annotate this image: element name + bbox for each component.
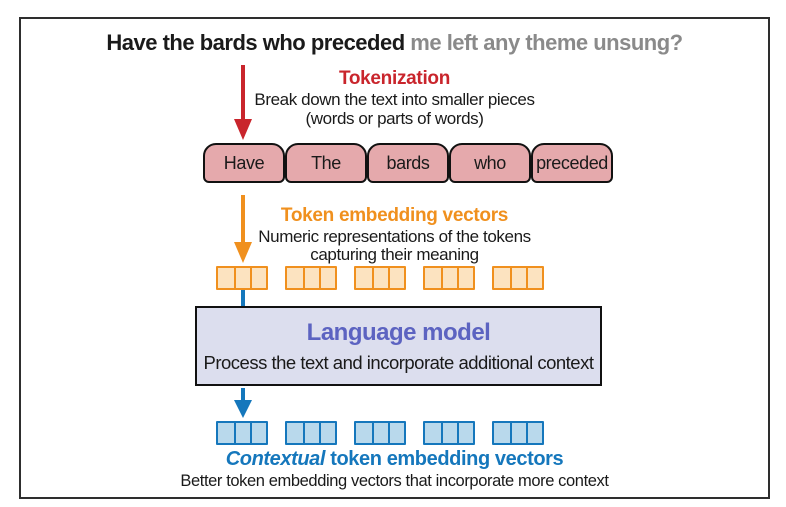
token-box: bards (367, 143, 449, 183)
vector-cell (441, 268, 457, 288)
vector-group (423, 421, 475, 445)
tokenization-description-2: (words or parts of words) (305, 109, 484, 128)
token-embedding-vectors-row (216, 266, 544, 290)
vector-cell (441, 423, 457, 443)
language-model-description: Process the text and incorporate additio… (203, 352, 594, 373)
diagram-frame: Have the bards who preceded me left any … (19, 17, 770, 499)
vector-cell (372, 423, 388, 443)
vector-cell (388, 268, 404, 288)
vector-cell (218, 423, 234, 443)
vector-cell (287, 423, 303, 443)
sentence-muted: me left any theme unsung? (410, 30, 683, 55)
vector-cell (250, 423, 266, 443)
vector-group (354, 421, 406, 445)
sentence-emphasized: Have the bards who preceded (106, 30, 405, 55)
contextual-word: Contextual (225, 448, 326, 470)
vector-cell (287, 268, 303, 288)
vector-cell (356, 423, 372, 443)
model-input-connector (241, 290, 245, 307)
vector-cell (303, 423, 319, 443)
tokenization-label: Tokenization (338, 68, 451, 89)
tokenization-down-arrow-icon (234, 65, 252, 140)
vector-cell (319, 268, 335, 288)
vector-cell (388, 423, 404, 443)
language-model-label: Language model (306, 319, 491, 346)
contextual-embedding-vectors-row (216, 421, 544, 445)
token-box: Have (203, 143, 285, 183)
vector-group (285, 421, 337, 445)
vector-group (216, 266, 268, 290)
vector-cell (526, 268, 542, 288)
language-model-box: Language model Process the text and inco… (195, 306, 602, 386)
vector-group (354, 266, 406, 290)
token-box: The (285, 143, 367, 183)
vector-group (492, 421, 544, 445)
vector-cell (457, 423, 473, 443)
vector-cell (250, 268, 266, 288)
vector-cell (457, 268, 473, 288)
vector-group (423, 266, 475, 290)
vector-cell (494, 268, 510, 288)
vector-cell (372, 268, 388, 288)
token-row: Have The bards who preceded (203, 143, 613, 183)
token-embedding-description-1: Numeric representations of the tokens (258, 227, 531, 246)
vector-cell (425, 423, 441, 443)
token-embedding-label: Token embedding vectors (280, 205, 509, 226)
vector-cell (319, 423, 335, 443)
vector-cell (510, 268, 526, 288)
vector-cell (234, 423, 250, 443)
vector-cell (303, 268, 319, 288)
vector-cell (510, 423, 526, 443)
embedding-down-arrow-icon (234, 195, 252, 263)
sentence-title: Have the bards who preceded me left any … (21, 30, 768, 56)
vector-group (216, 421, 268, 445)
vector-group (492, 266, 544, 290)
model-output-down-arrow-icon (234, 388, 252, 418)
token-box: preceded (531, 143, 613, 183)
token-embedding-description-2: capturing their meaning (310, 245, 479, 264)
vector-cell (356, 268, 372, 288)
tokenization-description-1: Break down the text into smaller pieces (254, 90, 535, 109)
vector-cell (218, 268, 234, 288)
vector-group (285, 266, 337, 290)
contextual-embedding-label: Contextual token embedding vectors (21, 448, 768, 471)
vector-cell (526, 423, 542, 443)
token-box: who (449, 143, 531, 183)
contextual-embedding-description: Better token embedding vectors that inco… (180, 472, 609, 490)
vector-cell (494, 423, 510, 443)
contextual-rest: token embedding vectors (325, 448, 564, 470)
vector-cell (234, 268, 250, 288)
vector-cell (425, 268, 441, 288)
